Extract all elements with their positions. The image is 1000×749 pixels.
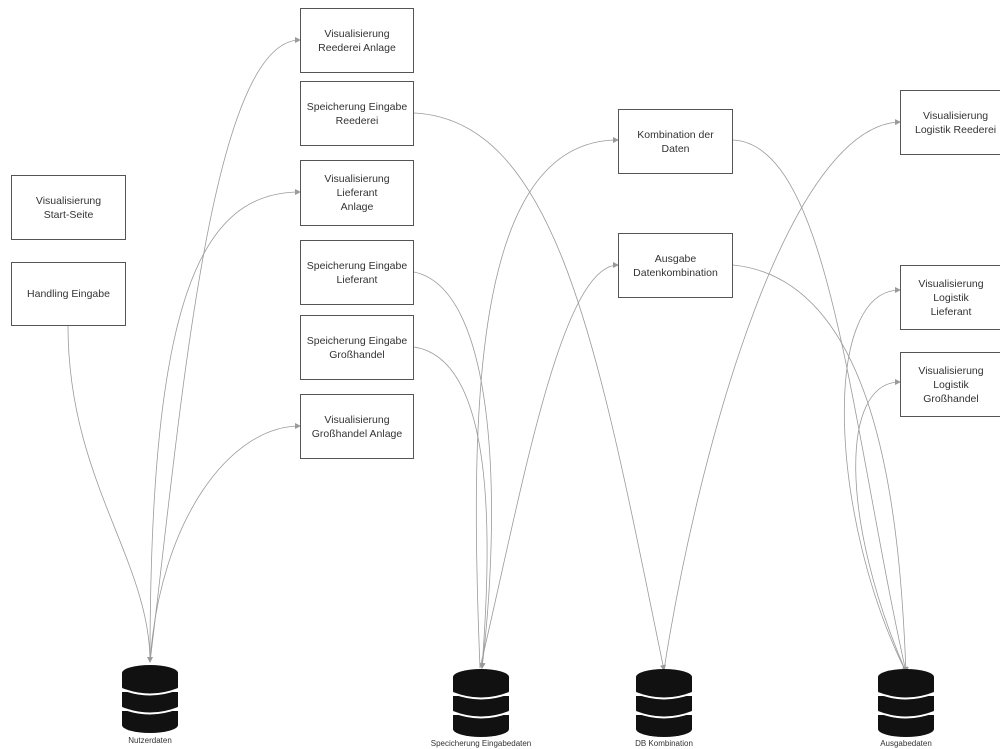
database-label-eingabedaten: Specicherung Eingabedaten <box>430 739 532 748</box>
database-icon-eingabedaten <box>452 669 510 737</box>
box-visualisierung-grosshandel-anlage[interactable]: Visualisierung Großhandel Anlage <box>300 394 414 459</box>
box-speicherung-eingabe-lieferant[interactable]: Speicherung Eingabe Lieferant <box>300 240 414 305</box>
database-icon-ausgabedaten <box>877 669 935 737</box>
database-icon-nutzerdaten <box>121 665 179 733</box>
link-handling-to-nutzerdaten <box>67 325 153 663</box>
box-ausgabe-datenkombination[interactable]: Ausgabe Datenkombination <box>618 233 733 298</box>
database-icon-db-kombination <box>635 669 693 737</box>
box-visualisierung-reederei-anlage[interactable]: Visualisierung Reederei Anlage <box>300 8 414 73</box>
box-visualisierung-start-seite[interactable]: Visualisierung Start-Seite <box>11 175 126 240</box>
box-kombination-der-daten[interactable]: Kombination der Daten <box>618 109 733 174</box>
box-visualisierung-logistik-grosshandel[interactable]: Visualisierung Logistik Großhandel <box>900 352 1000 417</box>
link-ausgabedaten-to-logistik-grosshandel <box>855 379 907 673</box>
box-speicherung-eingabe-grosshandel[interactable]: Speicherung Eingabe Großhandel <box>300 315 414 380</box>
link-nutzerdaten-to-reederei-anlage <box>149 37 301 663</box>
link-nutzerdaten-to-grosshandel-anlage <box>149 423 301 663</box>
link-speicher-lieferant-to-eingabedaten <box>413 271 492 669</box>
box-visualisierung-lieferant-anlage[interactable]: Visualisierung Lieferant Anlage <box>300 160 414 226</box>
link-eingabedaten-to-ausgabe <box>479 262 619 669</box>
link-db-kombination-to-logistik-reederei <box>663 119 901 671</box>
link-nutzerdaten-to-lieferant-anlage <box>149 189 301 663</box>
database-label-db-kombination: DB Kombination <box>635 739 693 748</box>
link-speicher-reederei-to-db-kombination <box>413 112 666 671</box>
link-eingabedaten-to-kombination <box>475 137 619 669</box>
database-label-nutzerdaten: Nutzerdaten <box>128 736 172 745</box>
link-ausgabe-to-ausgabedaten <box>732 264 909 673</box>
database-label-ausgabedaten: Ausgabedaten <box>880 739 932 748</box>
link-ausgabedaten-to-logistik-lieferant <box>844 287 907 673</box>
box-visualisierung-logistik-lieferant[interactable]: Visualisierung Logistik Lieferant <box>900 265 1000 330</box>
link-speicher-grosshandel-to-eingabedaten <box>413 346 488 669</box>
box-speicherung-eingabe-reederei[interactable]: Speicherung Eingabe Reederei <box>300 81 414 146</box>
box-handling-eingabe[interactable]: Handling Eingabe <box>11 262 126 326</box>
link-kombination-to-ausgabedaten <box>732 139 908 673</box>
box-visualisierung-logistik-reederei[interactable]: Visualisierung Logistik Reederei <box>900 90 1000 155</box>
